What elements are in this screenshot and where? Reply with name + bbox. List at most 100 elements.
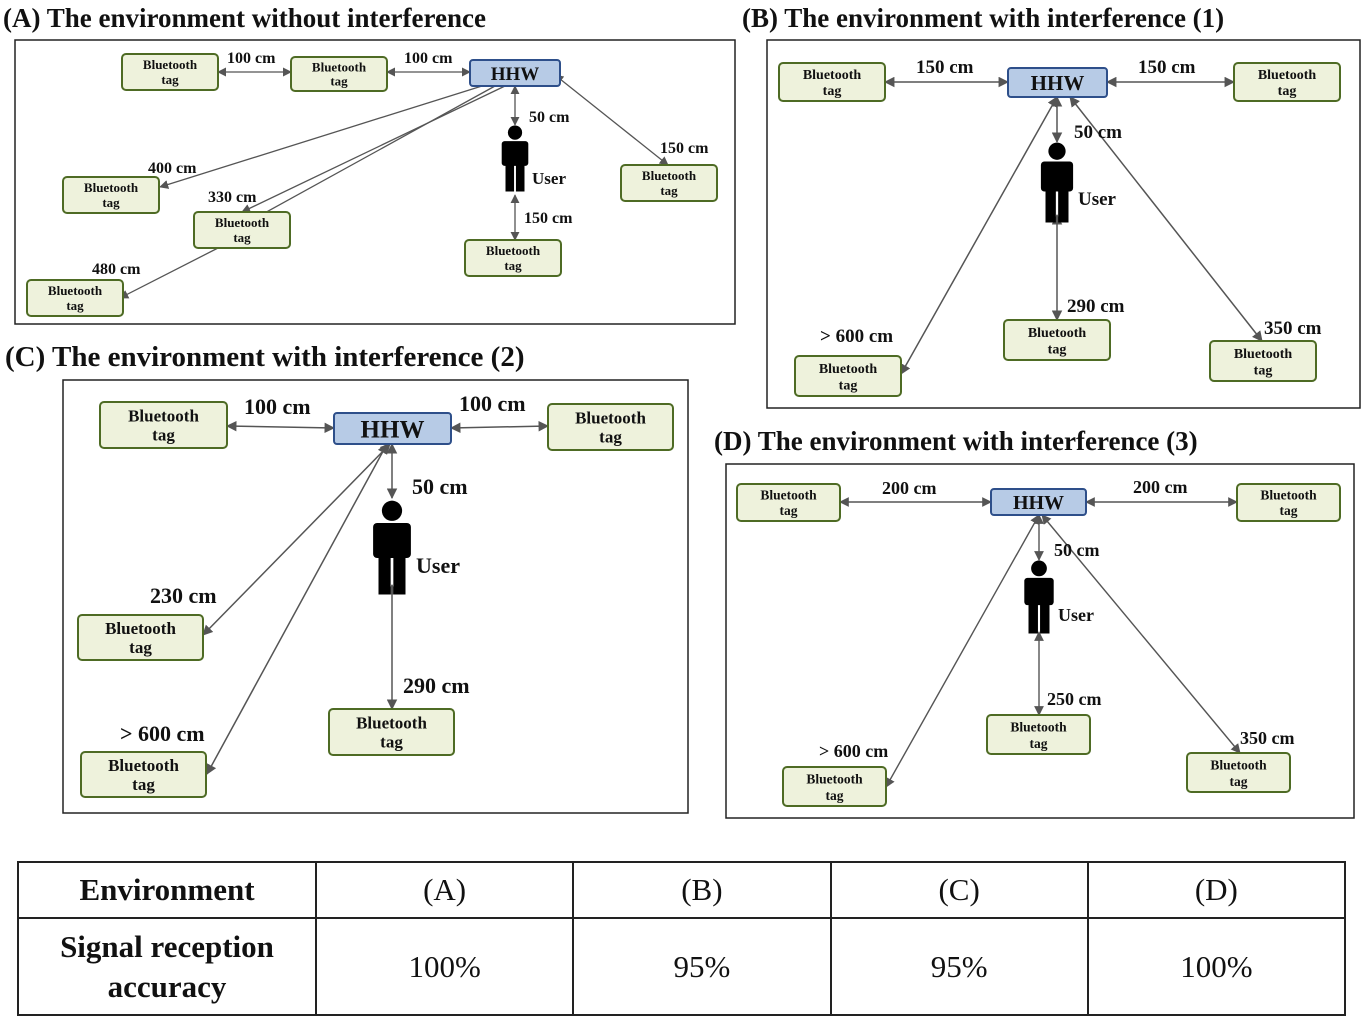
user-head	[1031, 560, 1047, 577]
panel-d-tag-1	[736, 483, 841, 522]
panel-d-tag-4	[782, 766, 887, 807]
panel-a-arrow-4	[554, 74, 669, 166]
row-label-accuracy: Signal reception accuracy	[17, 917, 317, 1016]
panel-a-distance-7: 150 cm	[524, 210, 573, 227]
panel-d-tag-2	[1236, 483, 1341, 522]
user-torso	[1040, 161, 1074, 192]
header-c: (C)	[829, 861, 1089, 919]
panel-c-tag-1	[99, 401, 228, 449]
table-row: Signal reception accuracy 100% 95% 95% 1…	[17, 917, 1347, 1016]
panel-a-tag-5	[193, 211, 291, 249]
panel-b-tag-4-line1: Bluetooth	[819, 362, 878, 377]
panel-b-distance-6: 350 cm	[1264, 318, 1322, 339]
panel-b-tag-5-line1: Bluetooth	[1234, 347, 1293, 362]
panel-c-hhw-node	[333, 412, 452, 445]
panel-d-tag-1-line1: Bluetooth	[760, 488, 817, 503]
user-leg-left	[1028, 602, 1038, 634]
panel-c-tag-2	[547, 403, 674, 451]
panel-a-hhw-node	[469, 59, 561, 87]
panel-a-tag-6	[464, 239, 562, 277]
panel-a-tag-3-line2: tag	[660, 183, 678, 198]
header-d: (D)	[1086, 861, 1347, 919]
row-label-line2: accuracy	[107, 968, 227, 1004]
panel-b-distance-5: > 600 cm	[820, 326, 893, 347]
panel-c-tag-2-line2: tag	[599, 428, 622, 447]
panel-a-tag-7-line1: Bluetooth	[48, 283, 103, 298]
panel-c-distance-3: 50 cm	[412, 474, 468, 499]
panel-a-user-icon	[501, 125, 529, 192]
panel-c-hhw-label: HHW	[361, 417, 425, 444]
panel-a-tag-2-line1: Bluetooth	[312, 59, 367, 74]
panel-c-arrow-5	[202, 443, 391, 636]
panel-a-tag-5-line1: Bluetooth	[215, 215, 270, 230]
value-c: 95%	[829, 917, 1089, 1016]
value-b: 95%	[572, 917, 832, 1016]
panel-a-distance-3: 50 cm	[529, 109, 570, 126]
panel-c-distance-6: > 600 cm	[120, 721, 205, 746]
panel-c-distance-4: 230 cm	[150, 583, 217, 608]
panel-b-tag-3-line2: tag	[1048, 343, 1067, 358]
panel-d-tag-3-line1: Bluetooth	[1010, 719, 1067, 734]
panel-c-user-icon	[373, 500, 411, 595]
panel-a-tag-7-line2: tag	[66, 298, 84, 313]
panel-c-tag-5-line1: Bluetooth	[108, 756, 179, 775]
panel-b-tag-1-line1: Bluetooth	[803, 68, 862, 83]
panel-a-tag-6-line1: Bluetooth	[486, 243, 541, 258]
panel-a-distance-2: 100 cm	[404, 50, 453, 67]
panel-a-user-label: User	[532, 169, 566, 188]
panel-d-tag-3	[986, 714, 1091, 755]
panel-a-tag-2	[290, 56, 388, 92]
panel-d-tag-5	[1186, 752, 1291, 793]
header-environment: Environment	[17, 861, 317, 919]
panel-a-arrow-9	[119, 247, 219, 299]
panel-c-tag-4	[328, 708, 455, 756]
panel-c-tag-5	[80, 751, 207, 798]
panel-d-distance-2: 200 cm	[1133, 477, 1187, 497]
panel-a-tag-6-line2: tag	[504, 258, 522, 273]
panel-a-tag-2-line2: tag	[330, 74, 348, 89]
value-d: 100%	[1086, 917, 1347, 1016]
panel-b-tag-2-line1: Bluetooth	[1258, 68, 1317, 83]
header-a: (A)	[314, 861, 575, 919]
panel-c-arrow-6	[206, 443, 388, 775]
panel-a-tag-3-line1: Bluetooth	[642, 168, 697, 183]
panel-d-tag-1-line2: tag	[780, 503, 798, 518]
panel-b-frame	[766, 39, 1361, 409]
panel-d-arrow-5	[885, 514, 1040, 788]
panel-c-tag-3	[77, 614, 204, 661]
panel-d-tag-3-line2: tag	[1030, 736, 1048, 751]
panel-b-arrow-5	[900, 96, 1058, 375]
panel-a-tag-3	[620, 164, 718, 202]
panel-b-tag-3-line1: Bluetooth	[1028, 326, 1087, 341]
panel-b-distance-2: 150 cm	[1138, 57, 1196, 78]
diagram-canvas: (A) The environment without interference…	[3, 3, 1361, 819]
panel-b-tag-1	[778, 62, 886, 102]
panel-b-title: (B) The environment with interference (1…	[742, 3, 1224, 33]
panel-a-distance-5: 400 cm	[148, 160, 197, 177]
panel-b-tag-3	[1003, 319, 1111, 361]
panel-b-tag-5	[1209, 340, 1317, 382]
panel-a-frame	[14, 39, 736, 325]
user-leg-right	[1040, 602, 1050, 634]
panel-a-tag-4-line1: Bluetooth	[84, 180, 139, 195]
user-leg-left	[1045, 188, 1056, 223]
panel-c-tag-1-line1: Bluetooth	[128, 406, 199, 425]
panel-b-hhw-node	[1007, 67, 1108, 98]
panel-d-distance-4: 250 cm	[1047, 689, 1101, 709]
panel-c-frame	[62, 379, 689, 814]
panel-a-distance-8: 480 cm	[92, 261, 141, 278]
panel-b-distance-3: 50 cm	[1074, 122, 1122, 143]
panel-a-tag-1-line2: tag	[161, 72, 179, 87]
panel-a-arrow-6	[241, 85, 506, 213]
row-label-line1: Signal reception	[60, 928, 274, 964]
panel-a-tag-7	[26, 279, 124, 317]
panel-a-distance-4: 150 cm	[660, 140, 709, 157]
panel-c-distance-2: 100 cm	[459, 391, 526, 416]
panel-d-tag-5-line1: Bluetooth	[1210, 757, 1267, 772]
panel-c-tag-1-line2: tag	[152, 426, 175, 445]
panel-b-tag-4	[794, 355, 902, 397]
panel-a-tag-1-line1: Bluetooth	[143, 57, 198, 72]
panel-b-tag-2	[1233, 62, 1341, 102]
value-a: 100%	[314, 917, 575, 1016]
panel-d-user-label: User	[1058, 605, 1094, 625]
